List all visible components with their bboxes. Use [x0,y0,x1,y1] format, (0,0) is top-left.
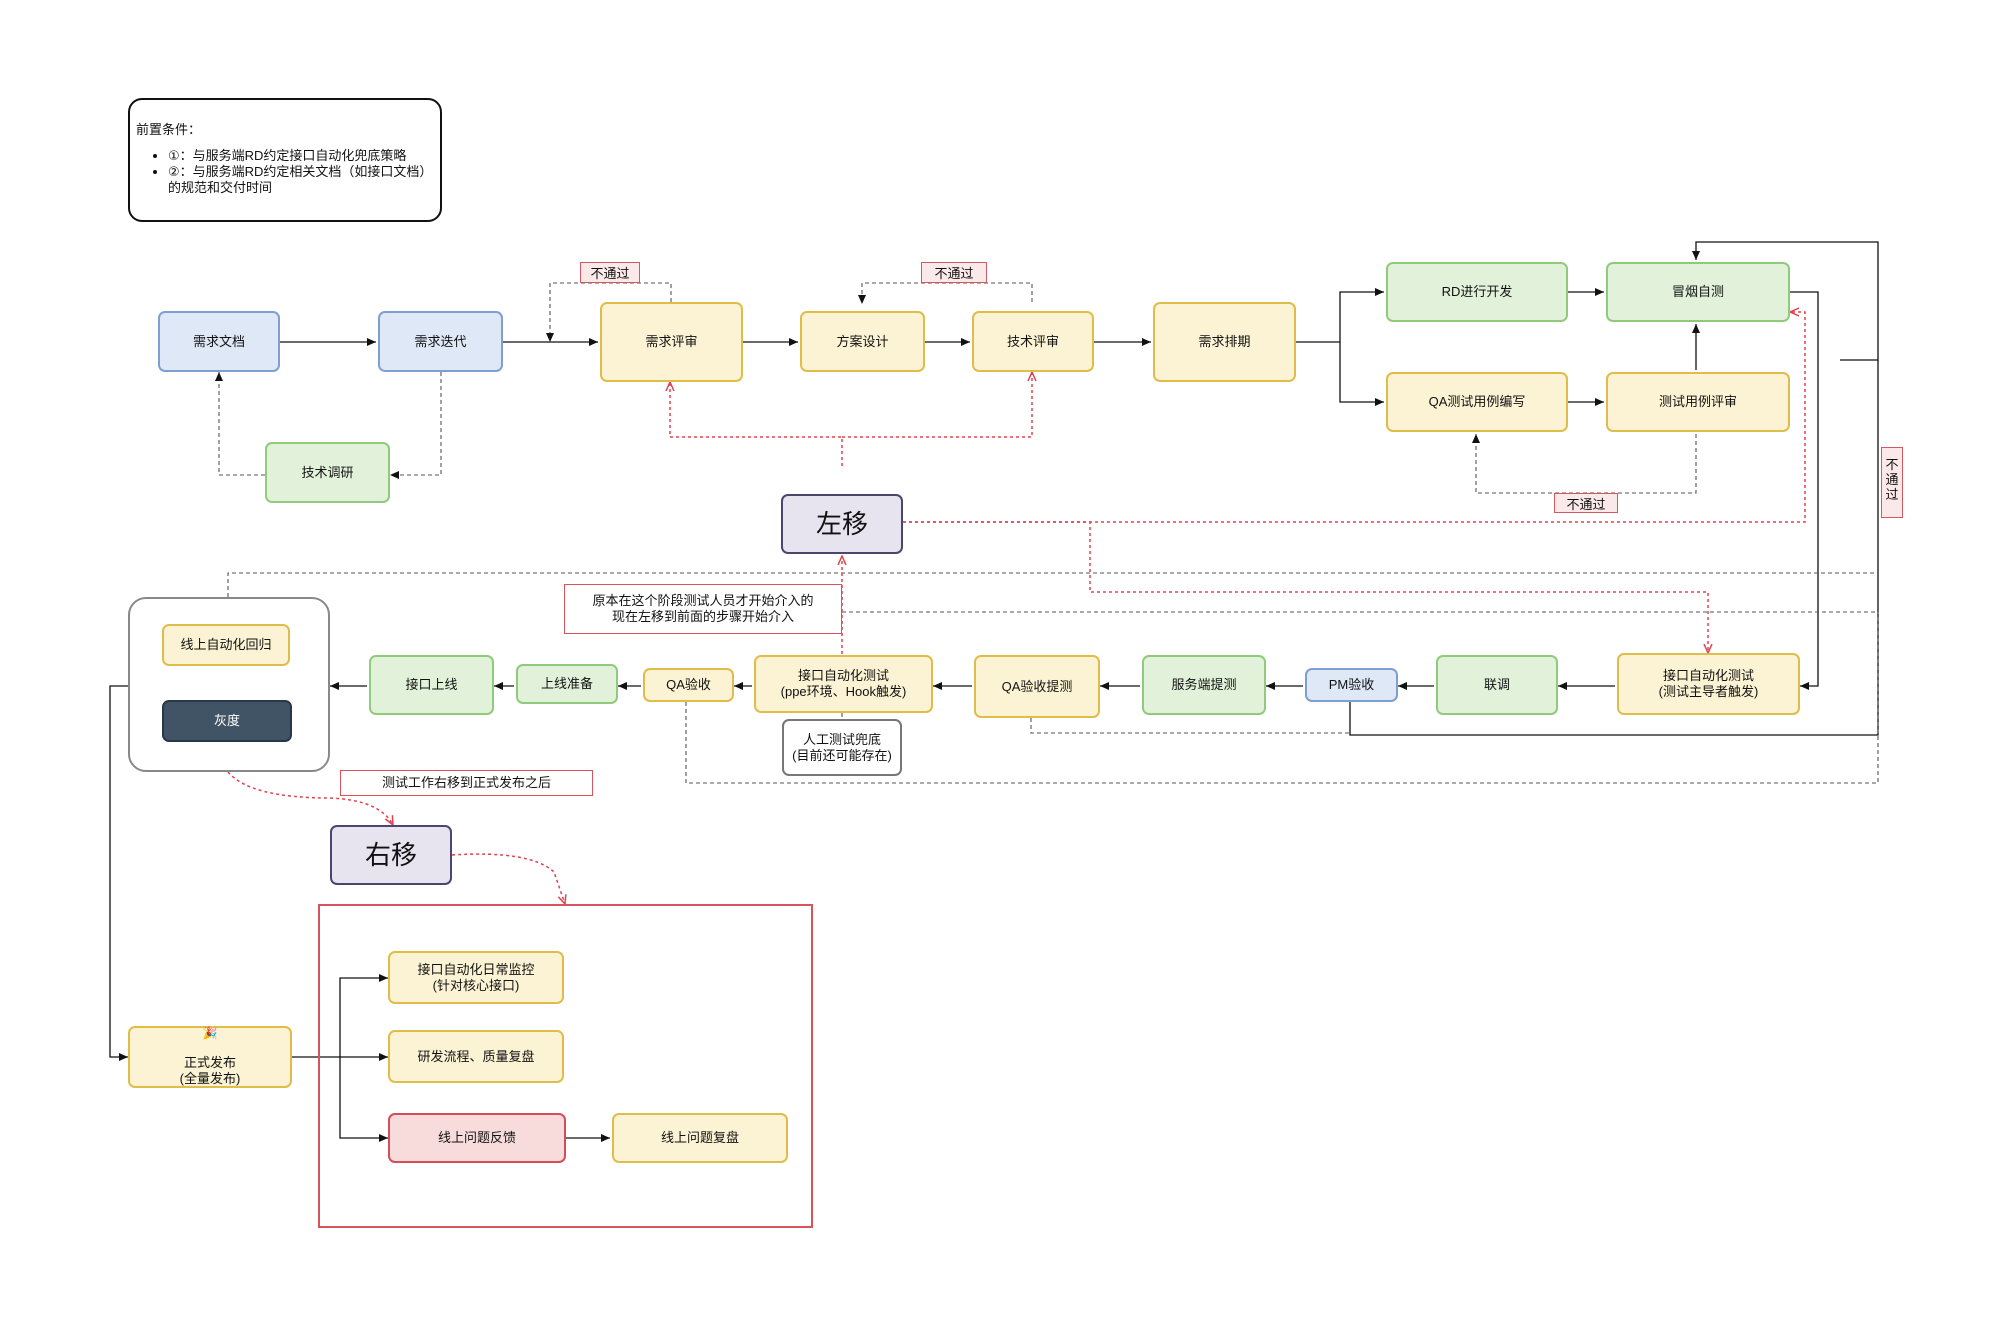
node-api-launch[interactable]: 接口上线 [369,655,494,715]
node-qa-case-write[interactable]: QA测试用例编写 [1386,372,1568,432]
edge-schedule-branch [1296,288,1384,343]
node-pm-accept[interactable]: PM验收 [1305,668,1398,702]
node-joint-debug[interactable]: 联调 [1436,655,1558,715]
precondition-title: 前置条件： [136,122,202,137]
node-api-auto-test-ppe[interactable]: 接口自动化测试 (ppe环境、Hook触发) [754,655,933,713]
note-left-shift: 原本在这个阶段测试人员才开始介入的 现在左移到前面的步骤开始介入 [564,584,842,634]
node-formal-release[interactable]: 🎉 正式发布 (全量发布) [128,1026,292,1088]
node-req-iter[interactable]: 需求迭代 [378,311,503,372]
node-tech-review[interactable]: 技术评审 [972,311,1094,372]
tag-char: 不 [1885,457,1899,472]
release-group [128,597,330,772]
edge-container-release [109,685,128,1061]
node-online-regression[interactable]: 线上自动化回归 [162,624,290,666]
celebration-icon: 🎉 [202,1026,218,1040]
note-right-shift: 测试工作右移到正式发布之后 [340,770,593,796]
node-qa-submit[interactable]: QA验收提测 [974,655,1100,718]
node-tech-research[interactable]: 技术调研 [265,442,390,503]
node-shift-left[interactable]: 左移 [781,494,903,554]
node-gray-release[interactable]: 灰度 [162,700,292,742]
red-shift-right-out [451,853,565,904]
tag-fail-vertical: 不 通 过 [1881,447,1903,518]
node-case-review[interactable]: 测试用例评审 [1606,372,1790,432]
dash-qasubmit-loop [1030,718,1350,734]
post-release-group [318,904,813,1228]
node-req-schedule[interactable]: 需求排期 [1153,302,1296,382]
precondition-item: ②：与服务端RD约定相关文档（如接口文档）的规范和交付时间 [168,164,434,196]
node-launch-prep[interactable]: 上线准备 [516,664,618,704]
edge-iter-research [390,372,442,479]
tag-fail: 不通过 [580,262,640,283]
precondition-item: ①：与服务端RD约定接口自动化兜底策略 [168,148,434,164]
node-req-review[interactable]: 需求评审 [600,302,743,382]
edge-smoke-down [1790,291,1819,690]
tag-fail: 不通过 [921,262,987,283]
node-smoke-test[interactable]: 冒烟自测 [1606,262,1790,322]
tag-char: 通 [1885,472,1899,487]
precondition-list: ①：与服务端RD约定接口自动化兜底策略 ②：与服务端RD约定相关文档（如接口文档… [136,148,434,196]
red-shift-left-review [670,382,843,466]
node-qa-accept[interactable]: QA验收 [643,668,734,702]
node-manual-test[interactable]: 人工测试兜底 (目前还可能存在) [782,719,902,776]
node-rd-dev[interactable]: RD进行开发 [1386,262,1568,322]
node-api-auto-test-lead[interactable]: 接口自动化测试 (测试主导者触发) [1617,653,1800,715]
edge-techreview-fail [858,282,1033,304]
node-online-feedback[interactable]: 线上问题反馈 [388,1113,566,1163]
edge-research-doc [215,372,265,476]
node-server-submit[interactable]: 服务端提测 [1142,655,1266,715]
release-label: 正式发布 (全量发布) [179,1055,241,1086]
edge-casereview-fail [1472,434,1697,494]
node-daily-monitor[interactable]: 接口自动化日常监控 (针对核心接口) [388,951,564,1004]
tag-fail: 不通过 [1554,493,1618,513]
red-shift-left-lead [903,521,1708,653]
node-online-review[interactable]: 线上问题复盘 [612,1113,788,1163]
release-content: 🎉 正式发布 (全量发布) [180,1011,241,1103]
dash-top-band [227,572,1878,597]
red-shift-left-tech [842,372,1032,438]
node-solution-design[interactable]: 方案设计 [800,311,925,372]
tag-char: 过 [1885,487,1899,502]
precondition-box: 前置条件： ①：与服务端RD约定接口自动化兜底策略 ②：与服务端RD约定相关文档… [128,98,442,222]
node-process-review[interactable]: 研发流程、质量复盘 [388,1030,564,1083]
node-req-doc[interactable]: 需求文档 [158,311,280,372]
node-shift-right[interactable]: 右移 [330,825,452,885]
edge-schedule-qa [1339,342,1384,406]
